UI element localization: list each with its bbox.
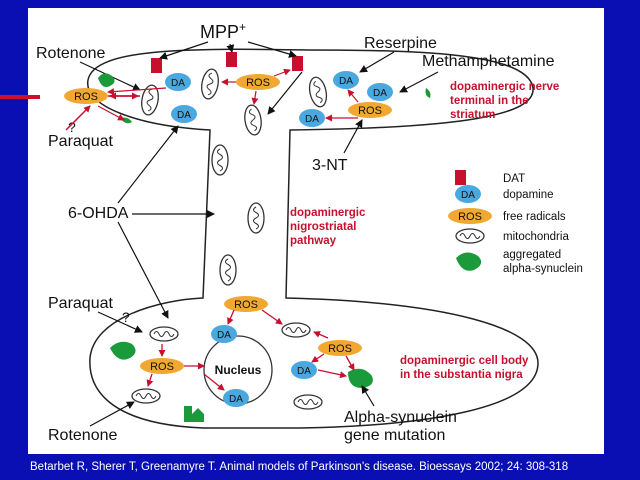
pd-models-diagram: MPP+ Rotenone Reserpine Methamphetamine … xyxy=(36,20,583,444)
pathway-label: dopaminergic nigrostriatal pathway xyxy=(290,207,369,247)
svg-text:ROS: ROS xyxy=(234,299,258,311)
svg-text:ROS: ROS xyxy=(358,105,382,117)
svg-text:DA: DA xyxy=(339,76,353,87)
question-top: ? xyxy=(68,119,76,135)
svg-text:ROS: ROS xyxy=(150,361,174,373)
svg-text:DA: DA xyxy=(177,110,191,121)
dopamine-molecule: DA xyxy=(171,105,197,123)
svg-text:DAT: DAT xyxy=(503,173,525,185)
dopamine-molecule: DA xyxy=(211,325,237,343)
svg-text:DA: DA xyxy=(297,366,311,377)
asyn-aggregate xyxy=(184,406,204,422)
mitochondrion xyxy=(247,202,265,234)
asyn-aggregate xyxy=(98,73,115,87)
svg-text:Nucleus: Nucleus xyxy=(215,363,262,377)
reserpine-label: Reserpine xyxy=(364,35,437,52)
asyn-aggregate xyxy=(348,368,373,388)
svg-text:ROS: ROS xyxy=(458,211,482,223)
svg-text:ROS: ROS xyxy=(74,91,98,103)
paraquat-bottom-label: Paraquat xyxy=(48,295,113,312)
paraquat-top-label: Paraquat xyxy=(48,133,113,150)
mitochondrion xyxy=(211,144,229,176)
svg-text:DA: DA xyxy=(217,330,231,341)
mitochondrion xyxy=(131,388,161,404)
svg-text:ROS: ROS xyxy=(328,343,352,355)
svg-text:DA: DA xyxy=(373,88,387,99)
mitochondrion xyxy=(293,394,323,410)
svg-text:DA: DA xyxy=(171,78,185,89)
svg-text:mitochondria: mitochondria xyxy=(503,231,569,243)
svg-text:DA: DA xyxy=(229,394,243,405)
dopamine-molecule: DA xyxy=(299,109,325,127)
neuron-outline xyxy=(87,48,539,429)
ros-molecule: ROS xyxy=(64,88,108,104)
asyn-mutation-label: Alpha-synuclein gene mutation xyxy=(344,409,461,444)
mpp-label: MPP+ xyxy=(200,20,246,42)
diagram-panel: MPP+ Rotenone Reserpine Methamphetamine … xyxy=(28,8,604,454)
dopamine-molecule: DA xyxy=(165,73,191,91)
svg-text:DA: DA xyxy=(461,190,475,201)
3nt-label: 3-NT xyxy=(312,157,348,174)
accent-bar xyxy=(0,95,40,99)
dat-transporter xyxy=(151,58,162,73)
mitochondrion xyxy=(219,254,237,286)
svg-text:free radicals: free radicals xyxy=(503,211,566,223)
dat-transporter xyxy=(226,52,237,67)
mitochondrion xyxy=(149,326,179,342)
methamphetamine-label: Methamphetamine xyxy=(422,53,555,70)
ros-molecule: ROS xyxy=(224,296,268,312)
citation: Betarbet R, Sherer T, Greenamyre T. Anim… xyxy=(30,461,569,473)
6ohda-label: 6-OHDA xyxy=(68,205,129,222)
dopamine-molecule: DA xyxy=(367,83,393,101)
ros-molecule: ROS xyxy=(318,340,362,356)
ros-molecule: ROS xyxy=(140,358,184,374)
asyn-aggregate xyxy=(110,341,136,360)
rotenone-top-label: Rotenone xyxy=(36,45,105,62)
question-bottom: ? xyxy=(122,309,130,325)
dat-transporter xyxy=(292,56,303,71)
svg-text:ROS: ROS xyxy=(246,77,270,89)
ros-molecule: ROS xyxy=(348,102,392,118)
cell-body-label: dopaminergic cell body in the substantia… xyxy=(400,355,532,381)
ros-molecule: ROS xyxy=(236,74,280,90)
svg-text:dopamine: dopamine xyxy=(503,189,554,201)
asyn-aggregate xyxy=(425,88,431,98)
dopamine-molecule: DA xyxy=(291,361,317,379)
svg-text:DA: DA xyxy=(305,114,319,125)
legend: DAT DA dopamine ROS free radicals mitoch… xyxy=(448,170,583,275)
dopamine-molecule: DA xyxy=(333,71,359,89)
mitochondrion xyxy=(281,322,311,338)
dopamine-molecule: DA xyxy=(223,389,249,407)
terminal-label: dopaminergic nerve terminal in the stria… xyxy=(450,81,563,121)
rotenone-bottom-label: Rotenone xyxy=(48,427,117,444)
